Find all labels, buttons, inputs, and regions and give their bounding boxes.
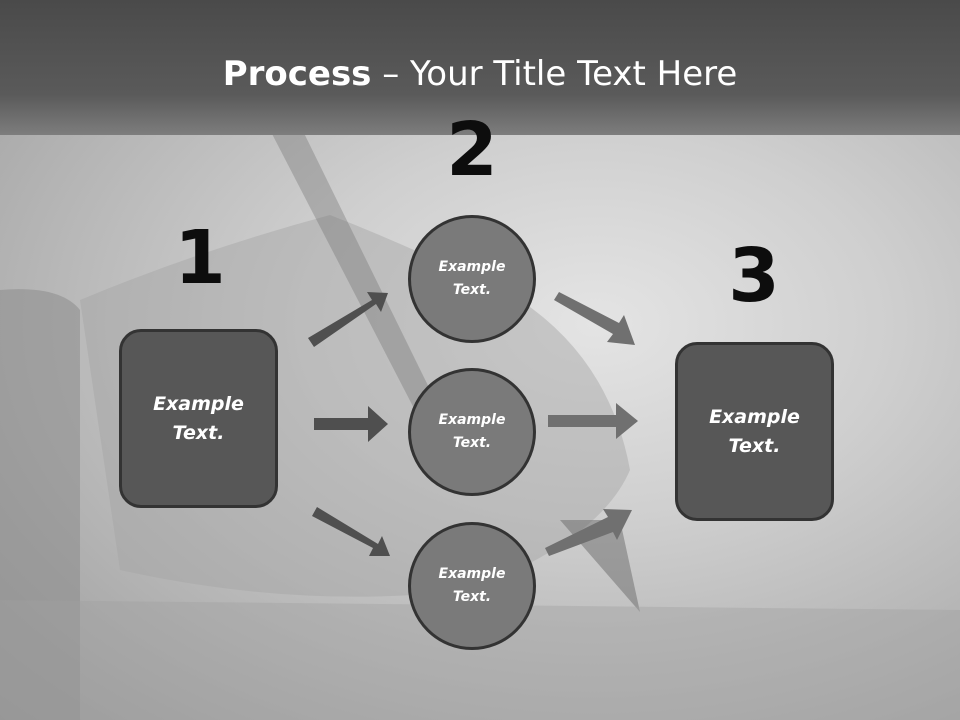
arrow-top-to-3-icon [554,292,635,345]
arrow-1-to-top-icon [308,292,388,347]
arrow-1-to-middle-icon [314,406,388,442]
step-2-circle-bottom: Example Text. [408,522,536,650]
step-number-1: 1 [174,215,226,301]
header-band [0,0,960,135]
arrow-middle-to-3-icon [548,403,638,439]
arrow-1-to-bottom-icon [312,507,390,556]
title-rest: – Your Title Text Here [371,54,738,94]
step-3-box: Example Text. [675,342,834,521]
title-bold: Process [222,54,372,94]
step-2-circle-top: Example Text. [408,215,536,343]
step-2-circle-middle: Example Text. [408,368,536,496]
step-1-box: Example Text. [119,329,278,508]
step-number-2: 2 [446,107,498,193]
page-title: Process – Your Title Text Here [0,52,960,96]
step-number-3: 3 [728,233,780,319]
arrow-bottom-to-3-icon [545,509,632,556]
